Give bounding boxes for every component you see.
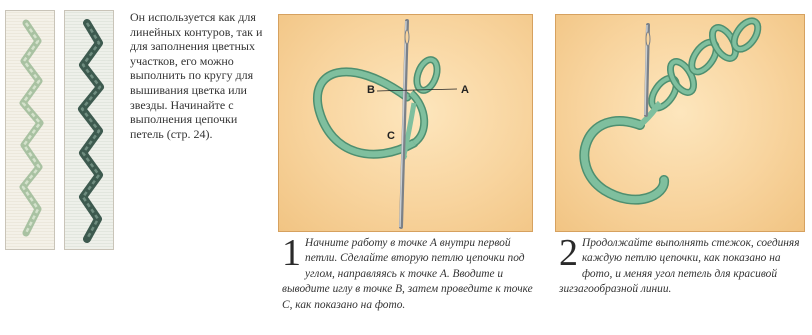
intro-paragraph: Он используется как для линейных контуро… [130, 10, 270, 141]
step-1-caption: 1 Начните работу в точке А внутри первой… [282, 236, 544, 313]
step-number: 2 [559, 236, 578, 270]
step-number: 1 [282, 236, 301, 270]
light-thread-sample [5, 10, 55, 250]
step-2-photo [555, 14, 805, 232]
point-b-label: B [367, 84, 375, 96]
point-a-label: A [461, 84, 469, 96]
dark-thread-sample [64, 10, 114, 250]
step-text: Продолжайте выполнять стежок, соединяя к… [559, 237, 800, 295]
step-2-caption: 2 Продолжайте выполнять стежок, соединяя… [559, 236, 805, 298]
point-c-label: C [387, 130, 395, 142]
step-1-photo: B A C [278, 14, 533, 232]
step-text: Начните работу в точке А внутри первой п… [282, 237, 533, 311]
